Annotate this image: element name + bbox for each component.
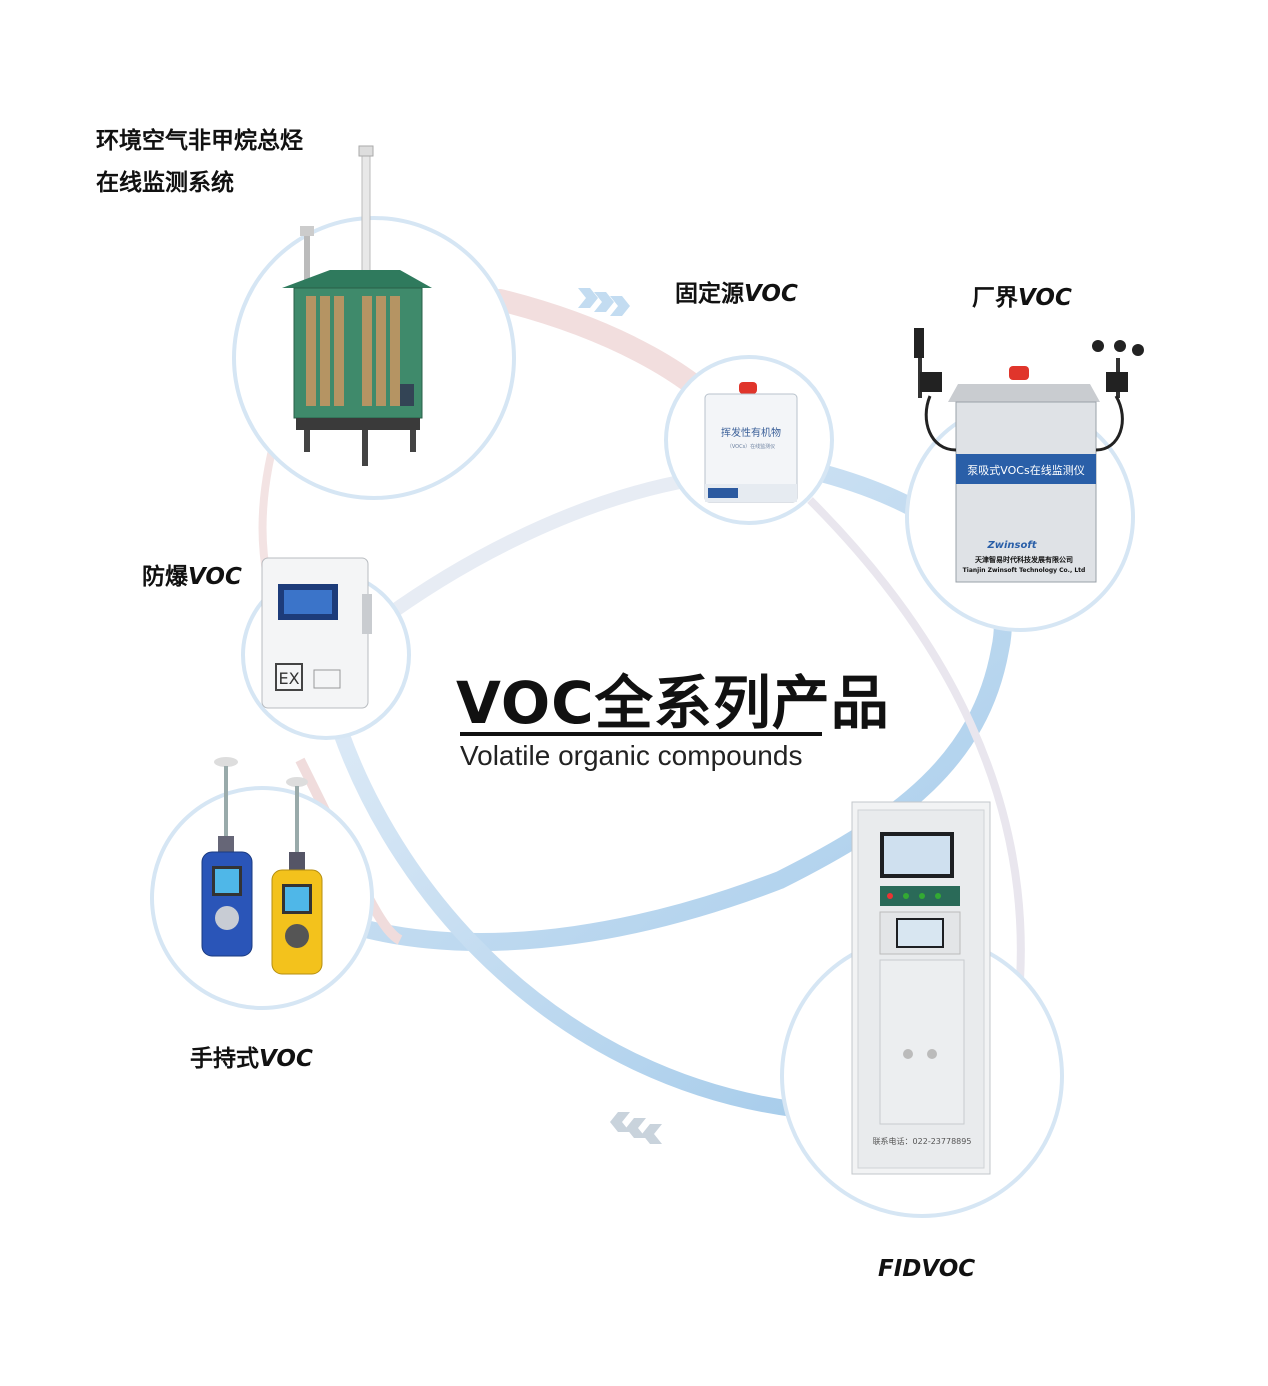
explosion-ex-mark: EX bbox=[278, 669, 299, 688]
boundary-brand: Zwinsoft bbox=[987, 540, 1038, 551]
fixed-source-monitor-image: 挥发性有机物 （VOCs）在线监测仪 bbox=[704, 382, 798, 503]
page-title: VOC全系列产品 bbox=[456, 669, 890, 737]
boundary-company-en: Tianjin Zwinsoft Technology Co., Ltd bbox=[963, 567, 1086, 574]
title-underline bbox=[460, 732, 822, 736]
explosion-proof-monitor-image: EX bbox=[261, 557, 372, 709]
handheld-detectors-image bbox=[201, 757, 323, 975]
label-fid: FIDVOC bbox=[878, 1256, 975, 1284]
label-fid-en: FIDVOC bbox=[878, 1256, 976, 1282]
label-boundary-cn: 厂界 bbox=[972, 285, 1018, 311]
chevron-arrows-bottom-icon bbox=[610, 1112, 662, 1144]
fixed-panel-line2: （VOCs）在线监测仪 bbox=[727, 443, 775, 450]
circle-handheld bbox=[150, 786, 374, 1010]
arc-grey-right bbox=[807, 497, 1025, 981]
ambient-monitoring-station-image bbox=[282, 145, 432, 466]
label-boundary-en: VOC bbox=[1018, 285, 1072, 311]
label-handheld-en: VOC bbox=[259, 1046, 313, 1072]
label-fixed-source-en: VOC bbox=[744, 281, 798, 307]
label-explosion-en: VOC bbox=[188, 564, 242, 590]
label-ambient-line1: 环境空气非甲烷总烃 bbox=[96, 128, 303, 154]
label-handheld-cn: 手持式 bbox=[190, 1046, 259, 1072]
label-fixed-source: 固定源VOC bbox=[675, 281, 798, 309]
label-ambient-system: 环境空气非甲烷总烃 在线监测系统 bbox=[96, 128, 303, 197]
label-ambient-line2: 在线监测系统 bbox=[96, 169, 234, 196]
label-boundary: 厂界VOC bbox=[972, 285, 1072, 313]
fid-cabinet-image: 联系电话：022-23778895 bbox=[851, 801, 991, 1175]
page-subtitle: Volatile organic compounds bbox=[460, 740, 803, 771]
boundary-banner: 泵吸式VOCs在线监测仪 bbox=[967, 463, 1084, 477]
fid-phone: 联系电话：022-23778895 bbox=[873, 1136, 972, 1146]
label-handheld: 手持式VOC bbox=[190, 1046, 313, 1074]
label-explosion-proof: 防爆VOC bbox=[142, 564, 242, 592]
chevron-arrows-top-icon bbox=[578, 288, 630, 316]
fixed-panel-line1: 挥发性有机物 bbox=[721, 426, 781, 439]
label-fixed-source-cn: 固定源 bbox=[675, 281, 744, 307]
label-explosion-cn: 防爆 bbox=[142, 564, 188, 590]
arc-blue-bottom bbox=[332, 722, 808, 1118]
boundary-company-cn: 天津智易时代科技发展有限公司 bbox=[975, 555, 1073, 564]
boundary-monitor-image: 泵吸式VOCs在线监测仪 Zwinsoft 天津智易时代科技发展有限公司 Tia… bbox=[914, 328, 1144, 583]
